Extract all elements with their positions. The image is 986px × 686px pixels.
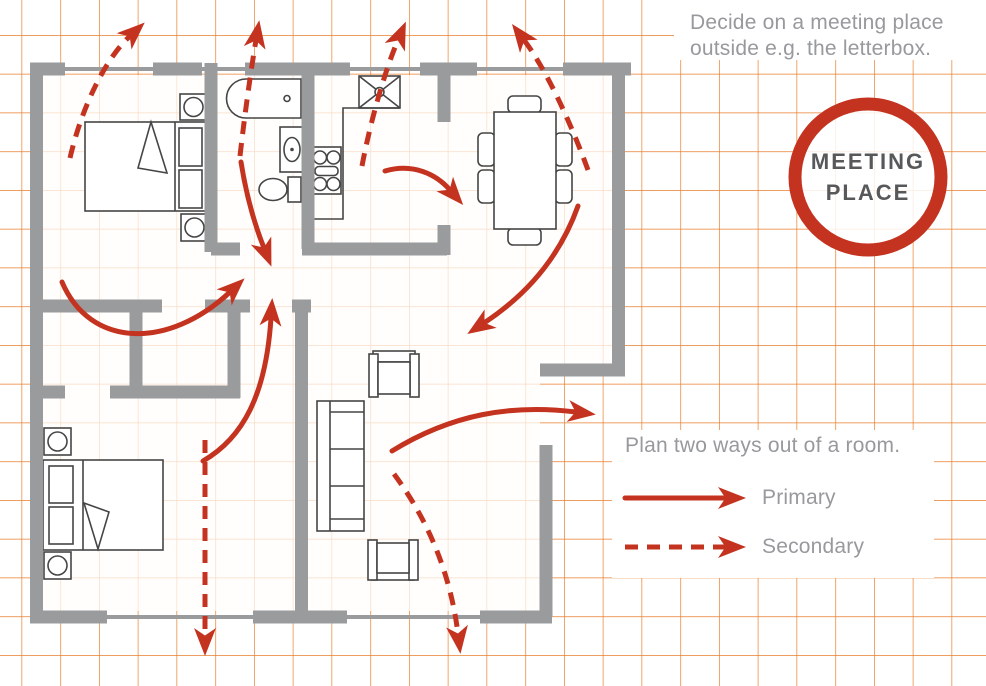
nightstand-lamp-2-icon: [43, 427, 72, 580]
bedroom2-primary-to-hallway-arrow: [200, 298, 282, 464]
note-panel: [674, 0, 986, 60]
bathtub-icon: [225, 78, 302, 119]
meeting-place-line-2: PLACE: [825, 180, 911, 205]
nightstand-lamp-icon: [179, 93, 209, 242]
legend-label-primary: Primary: [762, 486, 836, 509]
living-primary-to-front-door-arrow: [389, 400, 596, 454]
meeting-place-badge: [788, 97, 948, 257]
kitchen-primary-to-dining-arrow: [382, 165, 464, 206]
stove-icon: [311, 146, 342, 195]
dining-primary-to-living-arrow: [467, 203, 581, 334]
armchair-top-icon: [368, 350, 420, 398]
meeting-place-line-1: MEETING: [810, 149, 926, 174]
furniture-layer: [42, 75, 573, 581]
double-bed-icon: [84, 119, 208, 212]
escape-routes-layer: [59, 20, 746, 656]
legend-heading: Plan two ways out of a room.: [625, 434, 901, 457]
legend-label-secondary: Secondary: [762, 535, 865, 558]
dining-secondary-to-window-arrow: [512, 23, 591, 171]
bathroom-sink-icon: [279, 126, 305, 173]
meeting-place-note: Decide on a meeting place outside e.g. t…: [690, 10, 982, 62]
legend-panel: [612, 430, 934, 578]
meeting-place-ring-icon: [788, 97, 948, 257]
floor-plan-walls: [30, 62, 631, 624]
toilet-icon: [258, 176, 302, 203]
armchair-bottom-icon: [367, 539, 419, 581]
kitchen-secondary-to-window-arrow: [359, 21, 406, 167]
double-bed-2-icon: [42, 459, 164, 552]
living-secondary-to-window-arrow: [391, 472, 468, 654]
note-line-2: outside e.g. the letterbox.: [690, 37, 932, 60]
bedroom1-primary-to-hallway-arrow: [59, 278, 245, 336]
meeting-place-label: MEETING PLACE: [798, 146, 938, 208]
dining-table-icon: [477, 95, 573, 246]
sofa-icon: [316, 400, 365, 532]
bathroom-primary-to-hallway-arrow: [238, 159, 272, 267]
kitchen-counter-icon: [311, 107, 400, 220]
note-line-1: Decide on a meeting place: [690, 11, 944, 34]
bedroom1-secondary-to-window-arrow: [67, 22, 145, 159]
